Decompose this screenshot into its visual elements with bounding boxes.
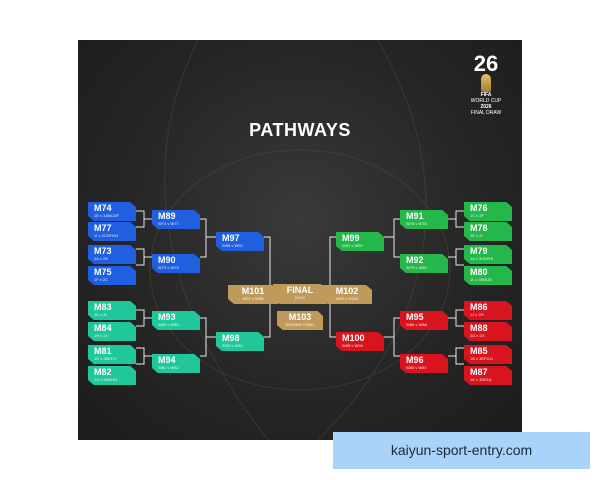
fifa-world-cup-logo: 26 FIFA WORLD CUP 2026 FINAL DRAW [468, 51, 504, 124]
logo-line-final-draw: FINAL DRAW [470, 110, 502, 116]
background-swirl [149, 40, 451, 440]
watermark-banner: kaiyun-sport-entry.com [333, 432, 590, 469]
logo-line-world-cup: WORLD CUP [470, 98, 502, 104]
page-title: PATHWAYS [249, 120, 351, 140]
logo-line-year: 2026 [480, 104, 492, 110]
logo-line-fifa: FIFA [480, 92, 492, 98]
bracket-lines [136, 40, 464, 440]
pathways-poster: 26 FIFA WORLD CUP 2026 FINAL DRAW PATHWA… [78, 40, 522, 440]
logo-year-digits: 26 [473, 51, 499, 76]
trophy-icon [481, 74, 491, 92]
